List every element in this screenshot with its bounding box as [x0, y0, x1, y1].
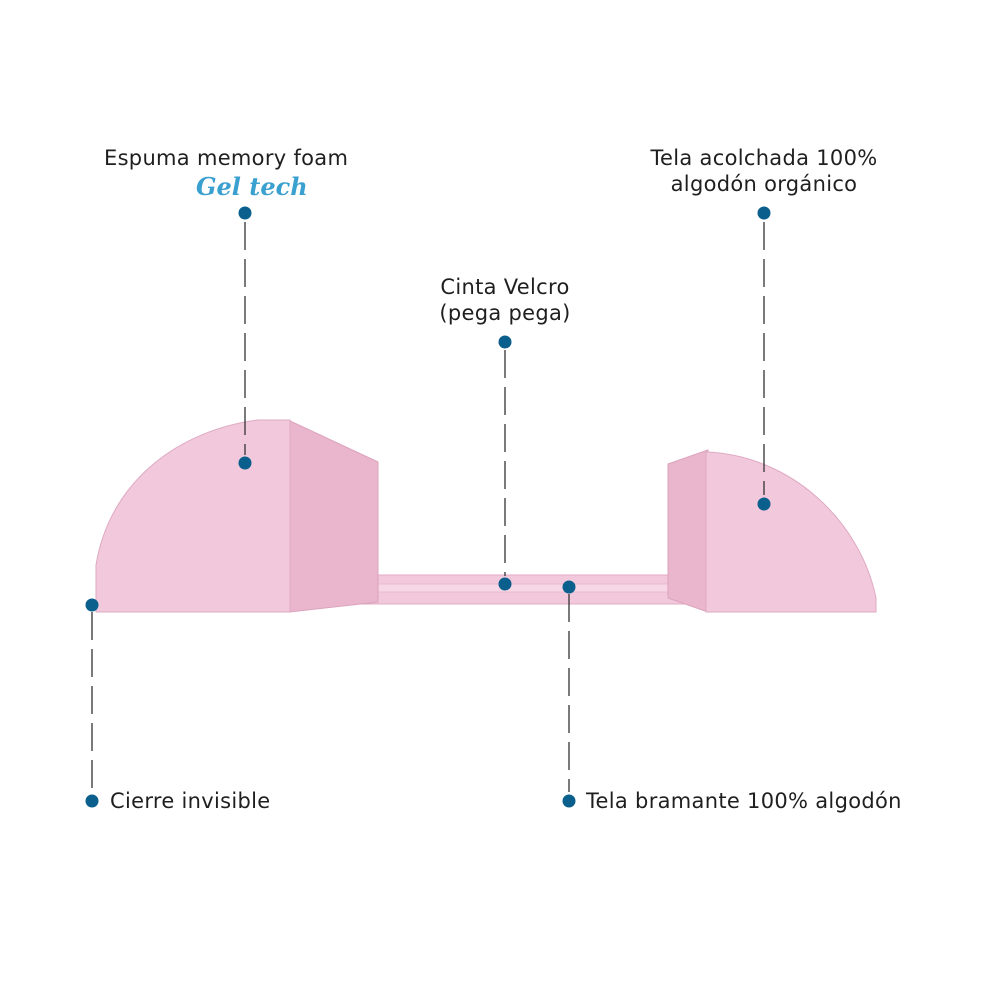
- dot-quilted-top: [757, 206, 771, 220]
- dot-twill-top: [562, 580, 576, 594]
- dot-velcro-top: [498, 335, 512, 349]
- label-memory-foam: Espuma memory foam: [104, 146, 349, 170]
- right-wedge-side: [667, 449, 709, 613]
- left-wedge-front: [95, 419, 291, 613]
- dot-zipper-top: [85, 598, 99, 612]
- left-wedge-side: [287, 419, 379, 613]
- label-quilted-fabric-line2: algodón orgánico: [670, 172, 858, 196]
- label-quilted-fabric-line1: Tela acolchada 100%: [650, 146, 878, 170]
- dot-foam-top: [238, 206, 252, 220]
- label-velcro-line2: (pega pega): [439, 301, 571, 325]
- label-velcro-line1: Cinta Velcro: [440, 275, 570, 299]
- dot-twill-bottom: [562, 794, 576, 808]
- dot-velcro-bottom: [498, 577, 512, 591]
- dot-foam-bottom: [238, 456, 252, 470]
- marker-dots: [85, 206, 771, 808]
- label-invisible-zipper: Cierre invisible: [110, 789, 271, 813]
- pillow-illustration: [95, 419, 877, 613]
- leader-lines: [91, 222, 765, 792]
- right-wedge-front: [705, 451, 877, 613]
- dot-quilted-bottom: [757, 497, 771, 511]
- label-gel-tech: Gel tech: [196, 172, 308, 201]
- label-twill-fabric: Tela bramante 100% algodón: [586, 789, 902, 813]
- dot-zipper-bottom: [85, 794, 99, 808]
